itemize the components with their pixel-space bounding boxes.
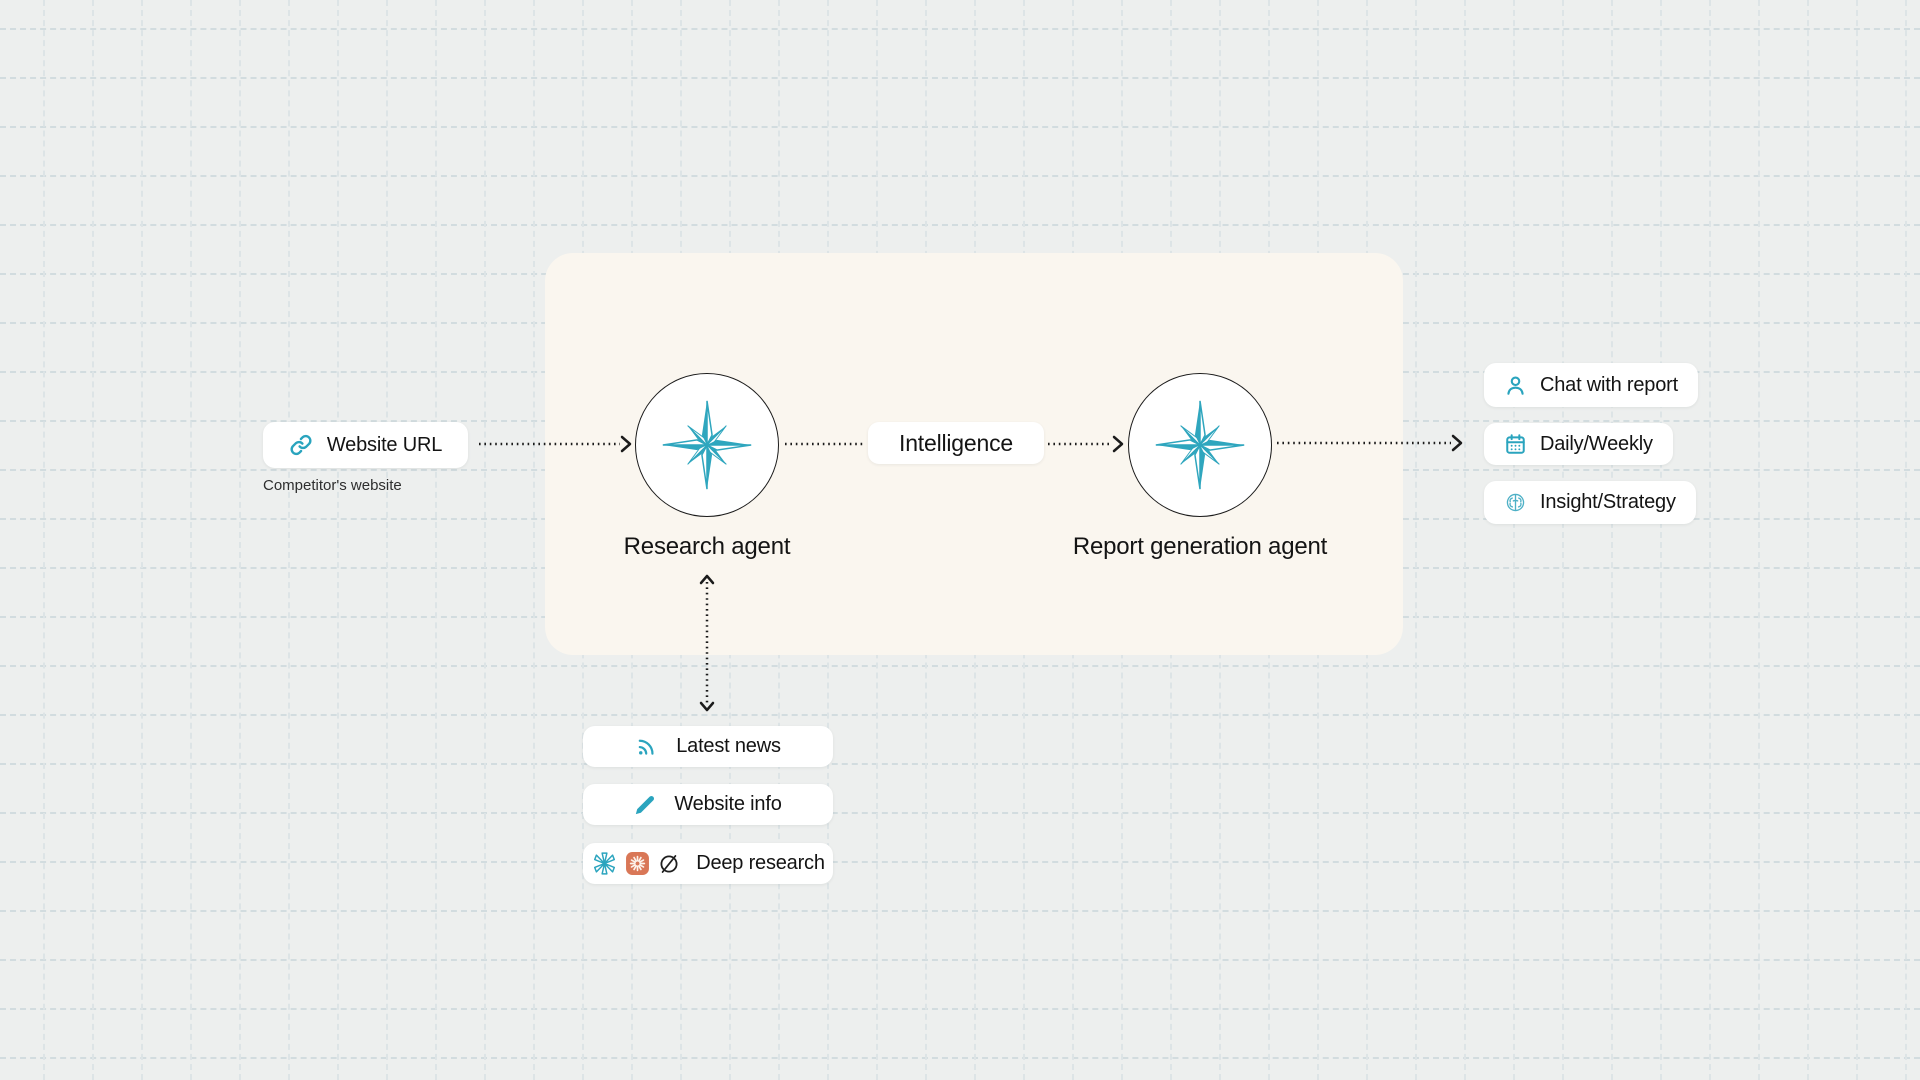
output-chat-with-report[interactable]: Chat with report [1484, 363, 1698, 407]
output-insight-strategy[interactable]: Insight/Strategy [1484, 481, 1696, 524]
research-agent-node[interactable] [635, 373, 779, 517]
compass-star-icon [1153, 398, 1247, 492]
output-label: Chat with report [1540, 373, 1678, 396]
competitor-website-caption: Competitor's website [263, 477, 402, 494]
tool-website-info[interactable]: Website info [583, 784, 833, 825]
link-icon [289, 433, 313, 457]
output-daily-weekly[interactable]: Daily/Weekly [1484, 423, 1673, 465]
tool-label: Latest news [676, 735, 781, 757]
arrow-research-to-tools [699, 574, 715, 712]
tool-label: Deep research [696, 852, 825, 874]
pencil-icon [634, 794, 656, 816]
line-research-to-intelligence [785, 442, 865, 446]
arrow-url-to-research [479, 435, 632, 453]
rss-icon [635, 735, 658, 758]
tool-label: Website info [674, 793, 782, 815]
output-label: Daily/Weekly [1540, 432, 1653, 455]
website-url-node[interactable]: Website URL [263, 422, 468, 468]
report-agent-label: Report generation agent [1072, 533, 1328, 560]
claude-icon [625, 851, 650, 876]
calendar-icon [1504, 433, 1527, 456]
starburst-outline-icon [591, 850, 618, 877]
research-agent-label: Research agent [623, 533, 791, 560]
intelligence-node[interactable]: Intelligence [868, 422, 1044, 464]
user-icon [1504, 374, 1527, 397]
output-label: Insight/Strategy [1540, 491, 1676, 513]
arrow-intelligence-to-report [1048, 435, 1124, 453]
tool-latest-news[interactable]: Latest news [583, 726, 833, 767]
tool-deep-research[interactable]: Deep research [583, 843, 833, 884]
compass-icon [657, 852, 681, 876]
arrow-report-to-outputs [1277, 434, 1463, 452]
brain-icon [1504, 491, 1527, 514]
report-agent-node[interactable] [1128, 373, 1272, 517]
intelligence-label: Intelligence [899, 429, 1013, 456]
website-url-label: Website URL [326, 433, 443, 456]
compass-star-icon [660, 398, 754, 492]
